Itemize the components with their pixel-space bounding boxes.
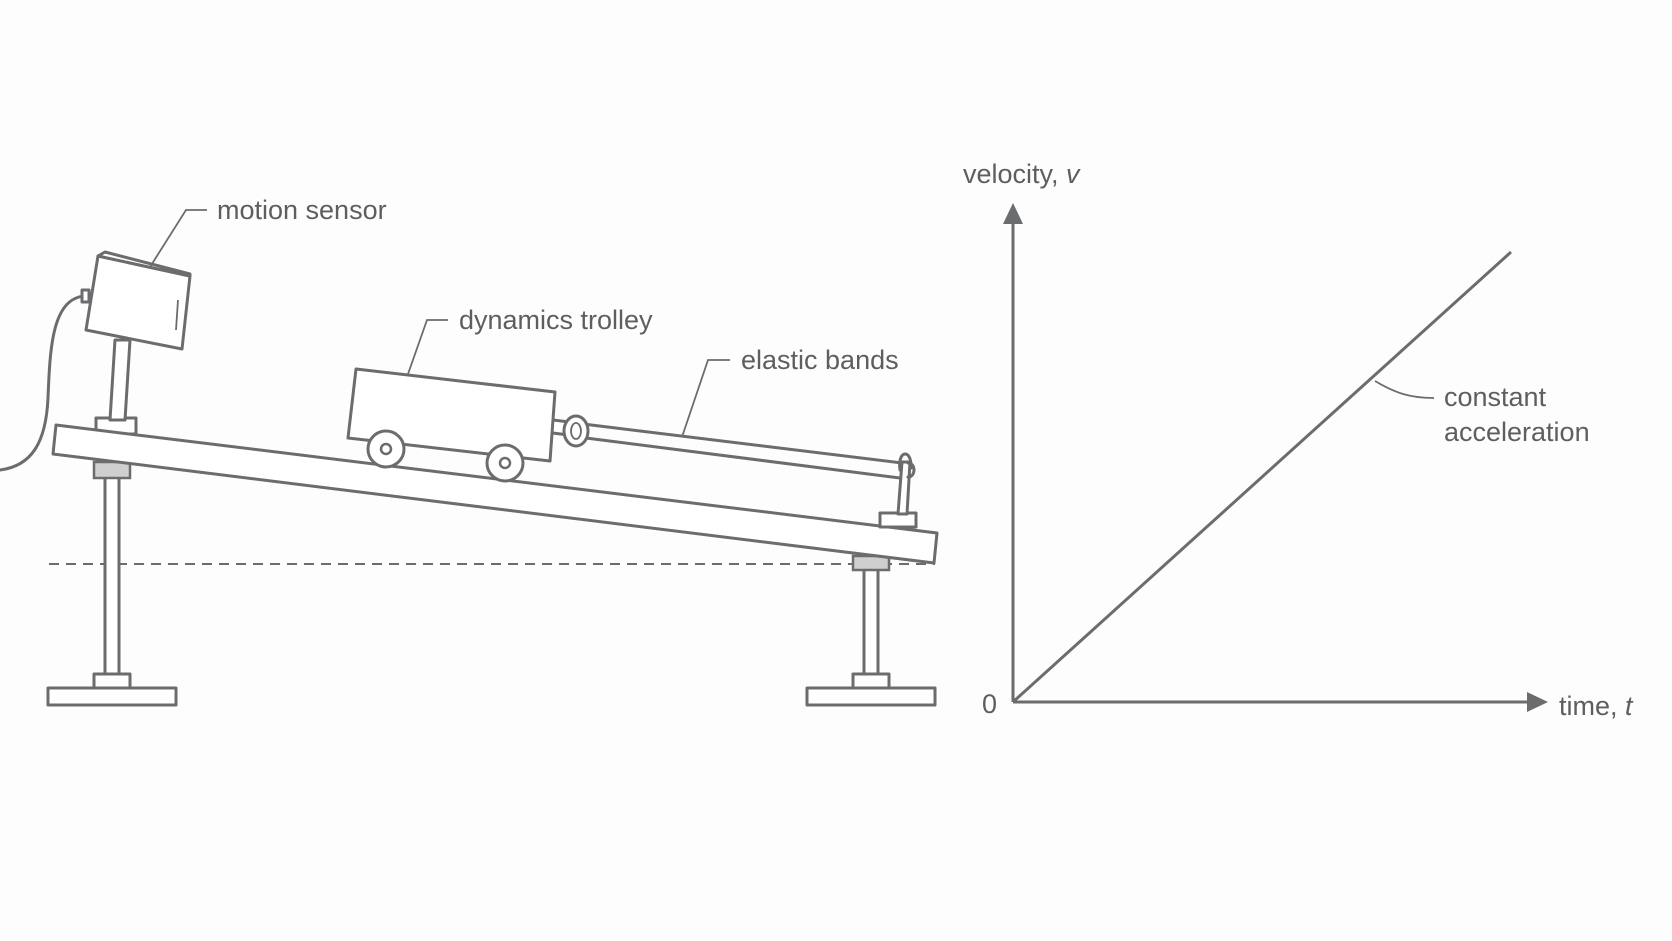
trolley-connector [549,414,590,448]
sensor-cable [0,294,89,472]
elastic-bands-leader [681,359,730,438]
x-axis-arrowhead [1527,692,1548,712]
trolley-wheel [366,429,406,469]
velocity-time-graph: velocity, v time, t 0 constant accelerat… [963,159,1634,721]
left-stand [46,460,178,707]
sensor-post [108,338,132,422]
y-axis-label: velocity, v [963,159,1081,189]
right-stand [805,554,937,707]
elastic-bands-label: elastic bands [741,345,899,375]
elastic-anchor-post [878,452,918,529]
elastic-bands [573,421,904,480]
apparatus: motion sensor dynamics trolley elastic b… [0,195,939,707]
velocity-series-line [1011,250,1513,704]
motion-sensor [80,250,192,351]
motion-sensor-label: motion sensor [217,195,387,225]
trolley-wheel [485,443,525,483]
dynamics-trolley-leader [407,319,448,375]
dynamics-trolley [346,367,557,483]
motion-sensor-leader [149,209,207,268]
y-axis-arrowhead [1003,203,1023,224]
x-axis-label: time, t [1559,691,1634,721]
constant-acceleration-leader [1374,380,1435,399]
annotation-constant: constant [1444,382,1547,412]
origin-label: 0 [982,689,997,719]
dynamics-trolley-label: dynamics trolley [459,305,653,335]
annotation-acceleration: acceleration [1444,417,1590,447]
inclined-runway [51,423,939,565]
